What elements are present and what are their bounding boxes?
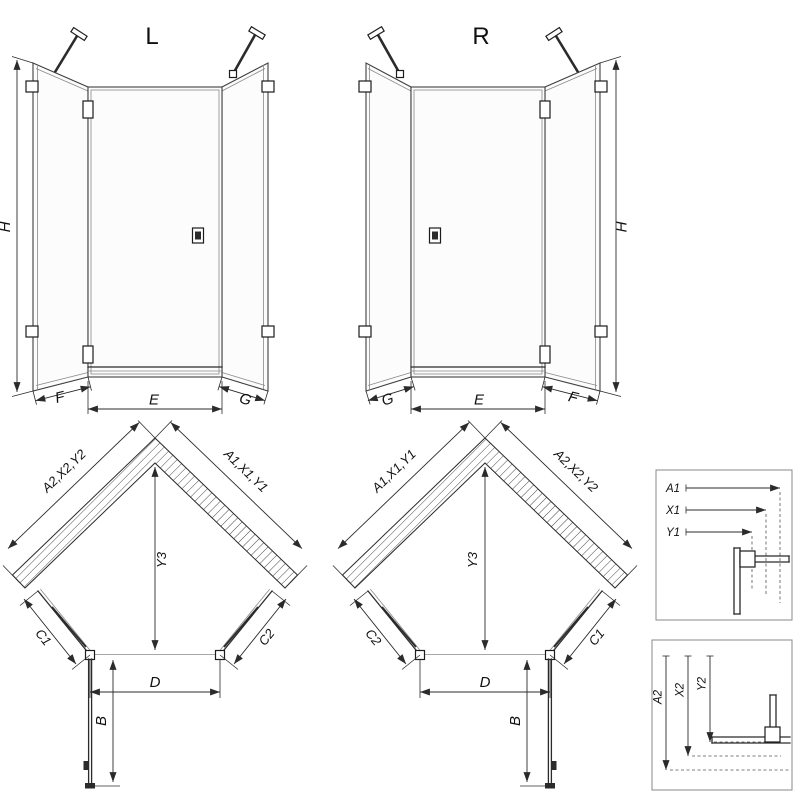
detail-label-A1: A1	[665, 483, 680, 495]
detail-dim-row-X1: X1	[665, 505, 767, 596]
wall-bracket	[594, 325, 608, 338]
detail-box-frame	[655, 469, 793, 621]
detail-dim-col-X2: X2	[675, 655, 781, 757]
detail-label-X1: X1	[665, 505, 680, 517]
wall-bracket	[261, 325, 275, 338]
door-end-cap	[545, 783, 555, 789]
detail-dim-row-A1: A1	[665, 483, 781, 603]
rod-foot	[395, 69, 405, 79]
dim-bottom-right-G: G	[217, 376, 269, 410]
wall-bracket	[358, 325, 372, 338]
rod-wall-mount	[248, 25, 266, 41]
dim-label-H: H	[614, 221, 631, 232]
hinge-top	[82, 100, 94, 119]
dim-label-G: G	[237, 390, 253, 410]
detail-dim-col-Y2: Y2	[697, 655, 771, 743]
dim-label-Y3: Y3	[465, 551, 480, 568]
dim-label-D: D	[150, 674, 161, 691]
dim-door-extension-B: B	[93, 660, 120, 787]
detail-dim-col-A2: A2	[653, 655, 789, 771]
wall-bracket	[261, 80, 275, 93]
dim-label-G: G	[380, 390, 396, 410]
left-side-panel	[365, 62, 412, 392]
wall-bracket	[594, 80, 608, 93]
rod-wall-mount	[70, 26, 88, 42]
corner-profile	[733, 547, 790, 615]
wall-bracket	[358, 80, 372, 93]
dim-label-B: B	[93, 716, 110, 726]
right-side-panel	[221, 62, 269, 392]
detail-label-Y2: Y2	[697, 676, 709, 691]
hinge-bottom	[82, 345, 94, 364]
dim-depth-Y3: Y3	[151, 467, 169, 650]
variant-title-right: R	[472, 23, 489, 50]
dim-label-E: E	[149, 392, 160, 409]
profile-bracket	[739, 550, 756, 568]
detail-box-top: A1 X1 Y1	[655, 469, 793, 621]
dim-label-D: D	[480, 674, 491, 691]
dim-door-extension-B: B	[507, 660, 545, 787]
dim-label-B: B	[507, 716, 524, 726]
wall-bracket	[25, 325, 39, 338]
variant-title-left: L	[145, 23, 158, 50]
dim-depth-Y3: Y3	[465, 467, 489, 650]
front-view-left: L H	[0, 23, 275, 414]
detail-label-A2: A2	[653, 689, 665, 705]
support-rod-left-icon	[376, 34, 402, 75]
support-rod-right-icon	[231, 34, 257, 75]
door-handle-plan	[83, 761, 89, 770]
hinge-top	[539, 100, 551, 119]
right-side-panel	[544, 62, 601, 392]
dim-bottom-left-G: G	[365, 376, 416, 410]
detail-label-X2: X2	[675, 682, 687, 698]
front-view-right: R H	[358, 23, 631, 414]
corner-profile	[711, 694, 791, 744]
rod-wall-mount	[367, 25, 385, 41]
rod-wall-mount	[545, 26, 563, 42]
dim-label-Y3: Y3	[154, 551, 169, 568]
dim-height-right: H	[599, 56, 631, 397]
door-handle-plan	[551, 761, 557, 770]
dim-label-E: E	[474, 392, 485, 409]
detail-box-frame	[651, 639, 793, 791]
left-side-panel	[32, 62, 89, 392]
wall-bracket	[25, 80, 39, 93]
support-rod-left-icon	[50, 35, 79, 78]
detail-box-bottom: A2 X2 Y2	[651, 639, 793, 791]
detail-dim-row-Y1: Y1	[666, 527, 753, 589]
rod-foot	[228, 69, 238, 79]
dim-label-H: H	[0, 221, 14, 232]
profile-bracket	[764, 726, 781, 743]
door-end-cap	[85, 783, 95, 789]
hinge-bottom	[539, 345, 551, 364]
dim-height-left: H	[0, 56, 34, 397]
detail-label-Y1: Y1	[666, 527, 680, 539]
support-rod-right-icon	[554, 35, 583, 78]
